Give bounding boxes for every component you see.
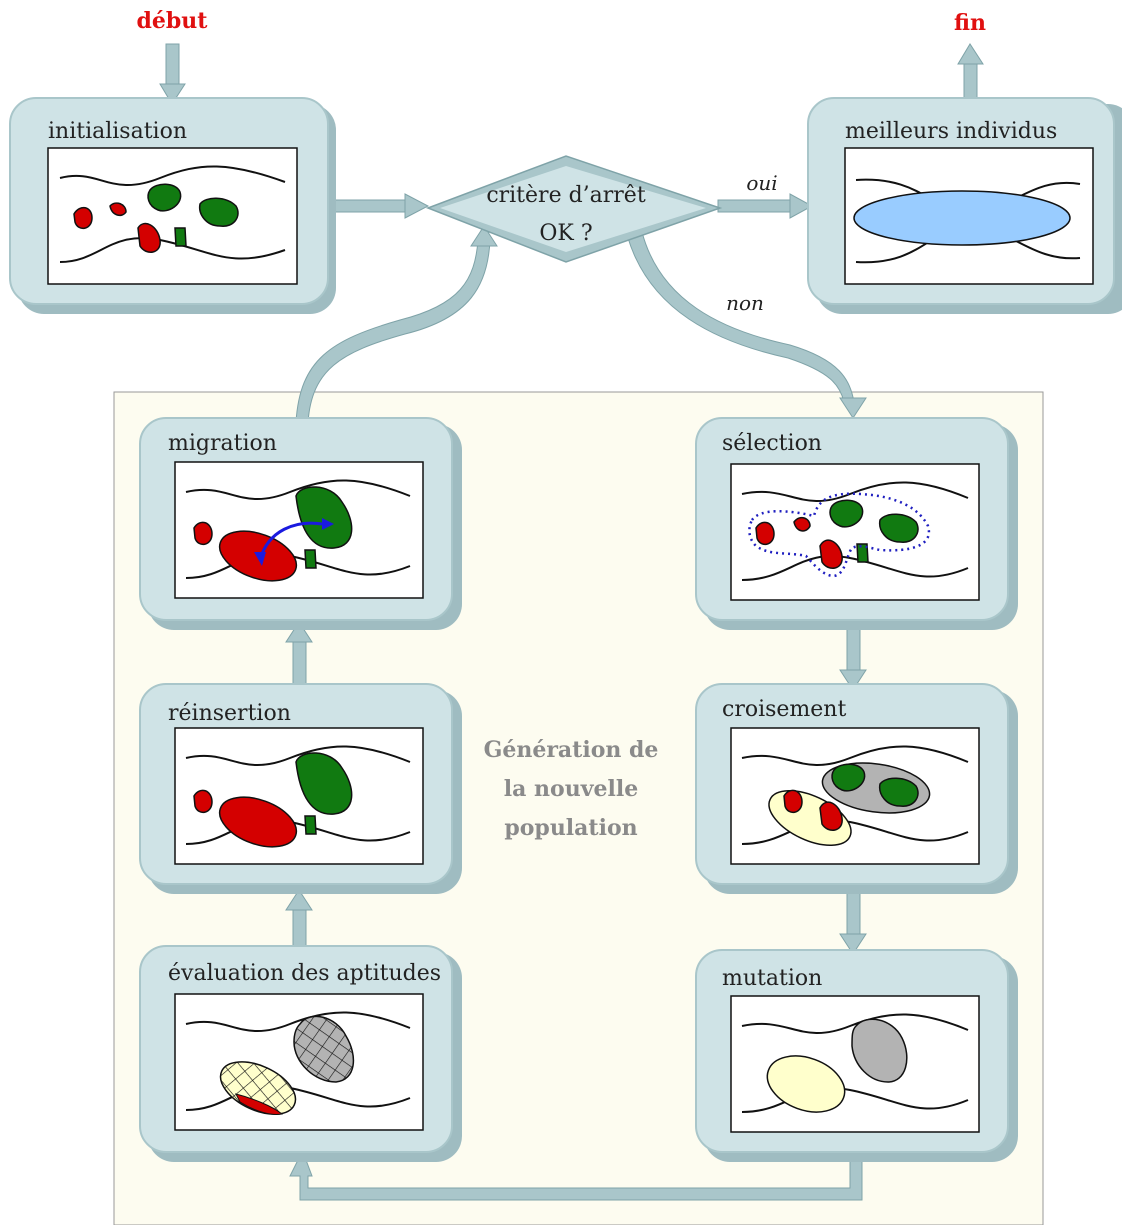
decision-text-line2: OK ? — [539, 221, 592, 246]
edge-no-label: non — [726, 291, 764, 315]
decision-to-best-arrow — [717, 193, 814, 219]
box-mutation: mutation — [695, 949, 1018, 1162]
box-croisement: croisement — [695, 683, 1018, 894]
start-label: début — [137, 8, 209, 34]
selection-dotted-outline — [748, 492, 931, 578]
step-label-migration: migration — [168, 431, 277, 456]
selection-to-croisement-arrow — [839, 625, 867, 691]
green-individual — [198, 197, 239, 227]
arrows — [159, 43, 984, 1201]
mutated-individual-grey — [851, 1018, 908, 1083]
green-individual — [147, 183, 182, 212]
step-label-selection: sélection — [722, 431, 822, 456]
red-individual — [109, 202, 127, 217]
center-caption: Génération de la nouvelle population — [484, 737, 659, 841]
best-individuals-ellipse — [853, 190, 1071, 246]
end-label: fin — [954, 10, 986, 36]
svg-text:Génération de: Génération de — [484, 737, 659, 763]
step-label-croisement: croisement — [722, 697, 846, 722]
box-evaluation: évaluation des aptitudes — [139, 945, 462, 1162]
mutated-individual-yellow — [766, 1055, 846, 1113]
box-migration: migration — [139, 417, 462, 630]
migration-exchange-arrow — [258, 521, 323, 561]
box-best-individuals: meilleurs individus — [807, 97, 1122, 314]
decision-text-line1: critère d’arrêt — [486, 183, 646, 208]
step-label-initialisation: initialisation — [48, 119, 187, 144]
init-to-decision-arrow — [329, 193, 430, 219]
edge-yes-label: oui — [746, 171, 777, 195]
box-selection: sélection — [695, 417, 1018, 630]
box-reinsertion: réinsertion — [139, 683, 462, 894]
start-arrow — [159, 43, 186, 105]
svg-text:population: population — [504, 815, 637, 841]
croisement-to-mutation-arrow — [839, 889, 867, 955]
red-individual — [137, 222, 161, 253]
step-label-evaluation: évaluation des aptitudes — [168, 961, 441, 986]
end-arrow — [957, 43, 984, 107]
decision-diamond: critère d’arrêt OK ? — [425, 155, 723, 263]
step-label-mutation: mutation — [722, 966, 822, 991]
step-label-reinsertion: réinsertion — [168, 701, 291, 726]
box-initialisation: initialisation — [9, 97, 336, 314]
red-individual — [73, 206, 93, 230]
svg-text:la nouvelle: la nouvelle — [504, 776, 638, 802]
green-individual — [174, 227, 187, 247]
step-label-best: meilleurs individus — [845, 119, 1057, 144]
reinsertion-to-migration-arrow — [285, 621, 313, 691]
